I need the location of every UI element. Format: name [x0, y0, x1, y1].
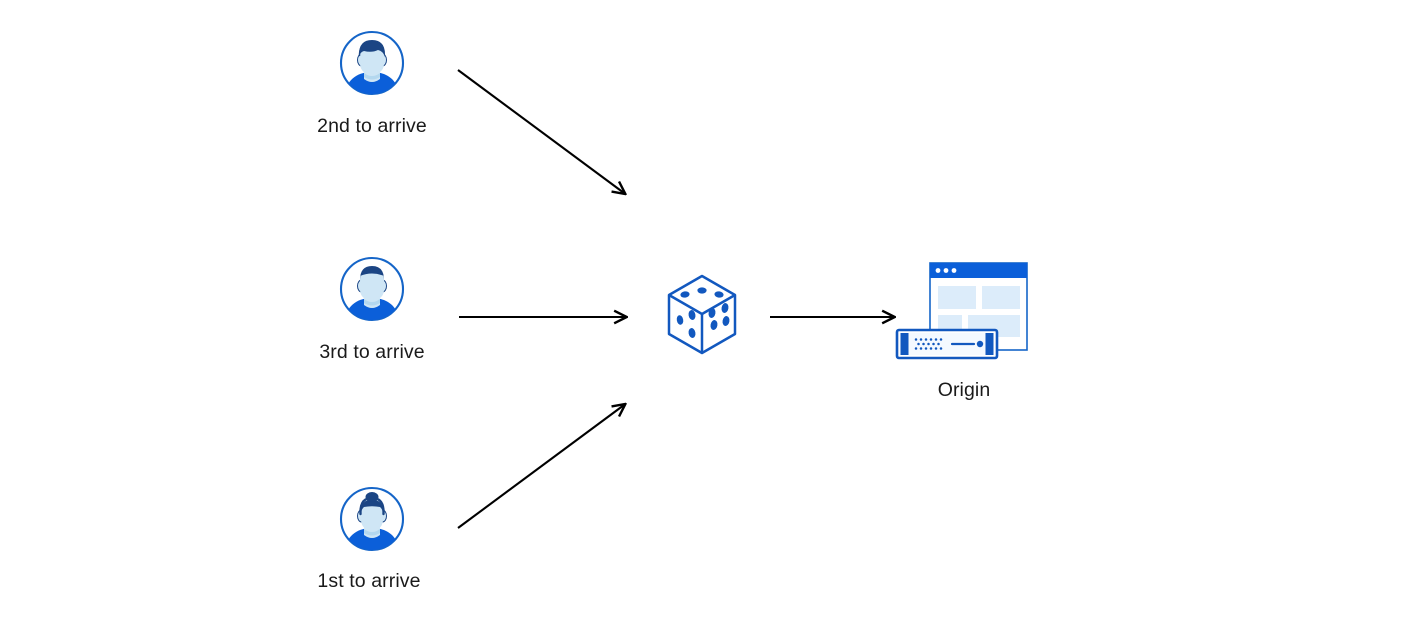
node-label-origin: Origin	[937, 379, 991, 401]
node-label-client-2nd: 2nd to arrive	[317, 115, 427, 137]
node-label-client-1st: 1st to arrive	[317, 570, 421, 592]
server-device	[895, 328, 999, 360]
node-label-client-3rd: 3rd to arrive	[319, 341, 425, 363]
origin-server-icon	[894, 256, 1032, 362]
user-avatar-female-icon	[338, 485, 406, 553]
user-avatar-male-icon	[338, 29, 406, 97]
dice-cube-icon	[663, 272, 741, 364]
arrow-1st-to-dice	[457, 405, 624, 529]
user-avatar-male-icon	[338, 255, 406, 323]
